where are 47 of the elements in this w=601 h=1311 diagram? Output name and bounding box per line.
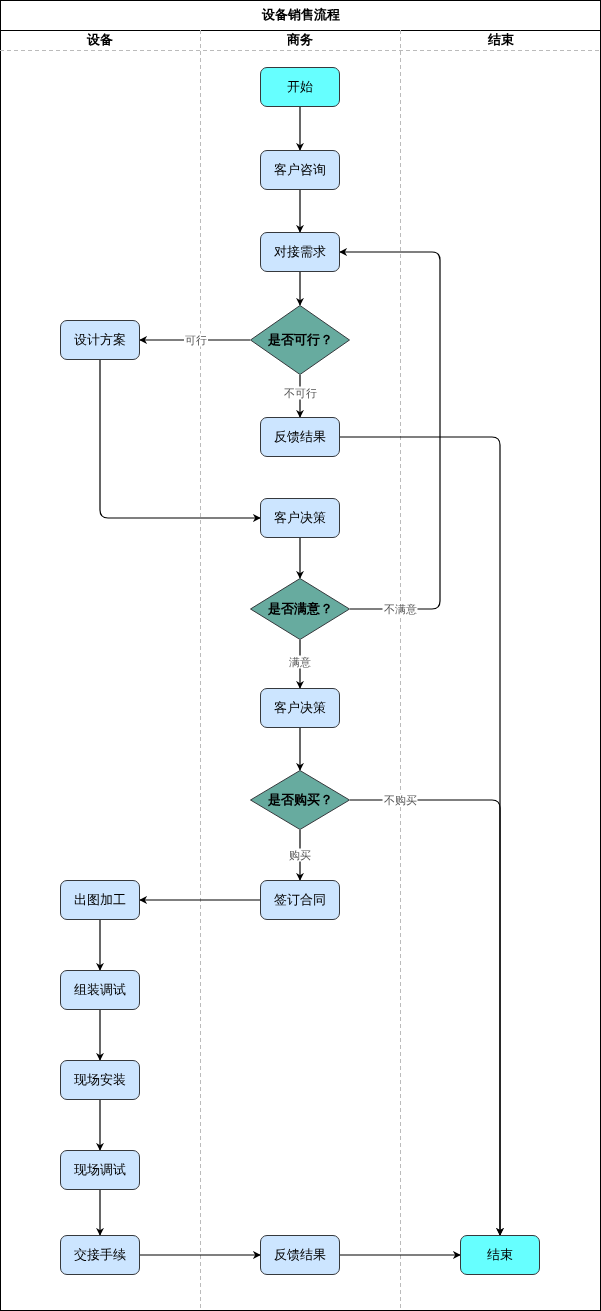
diagram-title: 设备销售流程 (260, 6, 341, 24)
process-box: 反馈结果 (260, 1235, 340, 1275)
arrow (139, 1251, 261, 1259)
process-box: 签订合同 (260, 880, 340, 920)
edge-label: 可行 (184, 333, 208, 347)
process-box: 反馈结果 (260, 417, 340, 457)
process-box: 客户决策 (260, 688, 340, 728)
arrow (99, 359, 261, 522)
arrow (296, 537, 304, 579)
arrow (339, 248, 441, 610)
terminal-box: 结束 (460, 1235, 540, 1275)
process-box: 客户咨询 (260, 150, 340, 190)
process-box: 组装调试 (60, 970, 140, 1010)
process-box: 出图加工 (60, 880, 140, 920)
decision-diamond: 是否满意？ (250, 578, 350, 640)
arrow (96, 1189, 104, 1236)
arrow (296, 271, 304, 306)
arrow (339, 1251, 461, 1259)
lane-header: 结束 (486, 31, 515, 49)
arrow (296, 727, 304, 771)
decision-diamond: 是否购买？ (250, 770, 350, 830)
arrow (139, 336, 251, 344)
edge-label: 不可行 (282, 386, 318, 400)
edge-label: 满意 (288, 655, 312, 669)
terminal-box: 开始 (260, 67, 340, 107)
process-box: 现场调试 (60, 1150, 140, 1190)
arrow (296, 189, 304, 233)
process-box: 客户决策 (260, 498, 340, 538)
lane-header: 商务 (286, 31, 314, 49)
arrow (296, 829, 304, 881)
arrow (96, 919, 104, 971)
arrow (349, 799, 504, 1236)
edge-label: 不满意 (382, 602, 418, 616)
process-box: 交接手续 (60, 1235, 140, 1275)
edge-label: 不购买 (382, 793, 418, 807)
process-box: 设计方案 (60, 320, 140, 360)
arrow (296, 374, 304, 418)
process-box: 对接需求 (260, 232, 340, 272)
arrow (296, 106, 304, 151)
arrow (96, 1099, 104, 1151)
lane-header: 设备 (86, 31, 114, 49)
arrow (296, 639, 304, 689)
decision-diamond: 是否可行？ (250, 305, 350, 375)
edge-label: 购买 (288, 848, 312, 862)
arrow (96, 1009, 104, 1061)
arrow (139, 896, 261, 904)
process-box: 现场安装 (60, 1060, 140, 1100)
